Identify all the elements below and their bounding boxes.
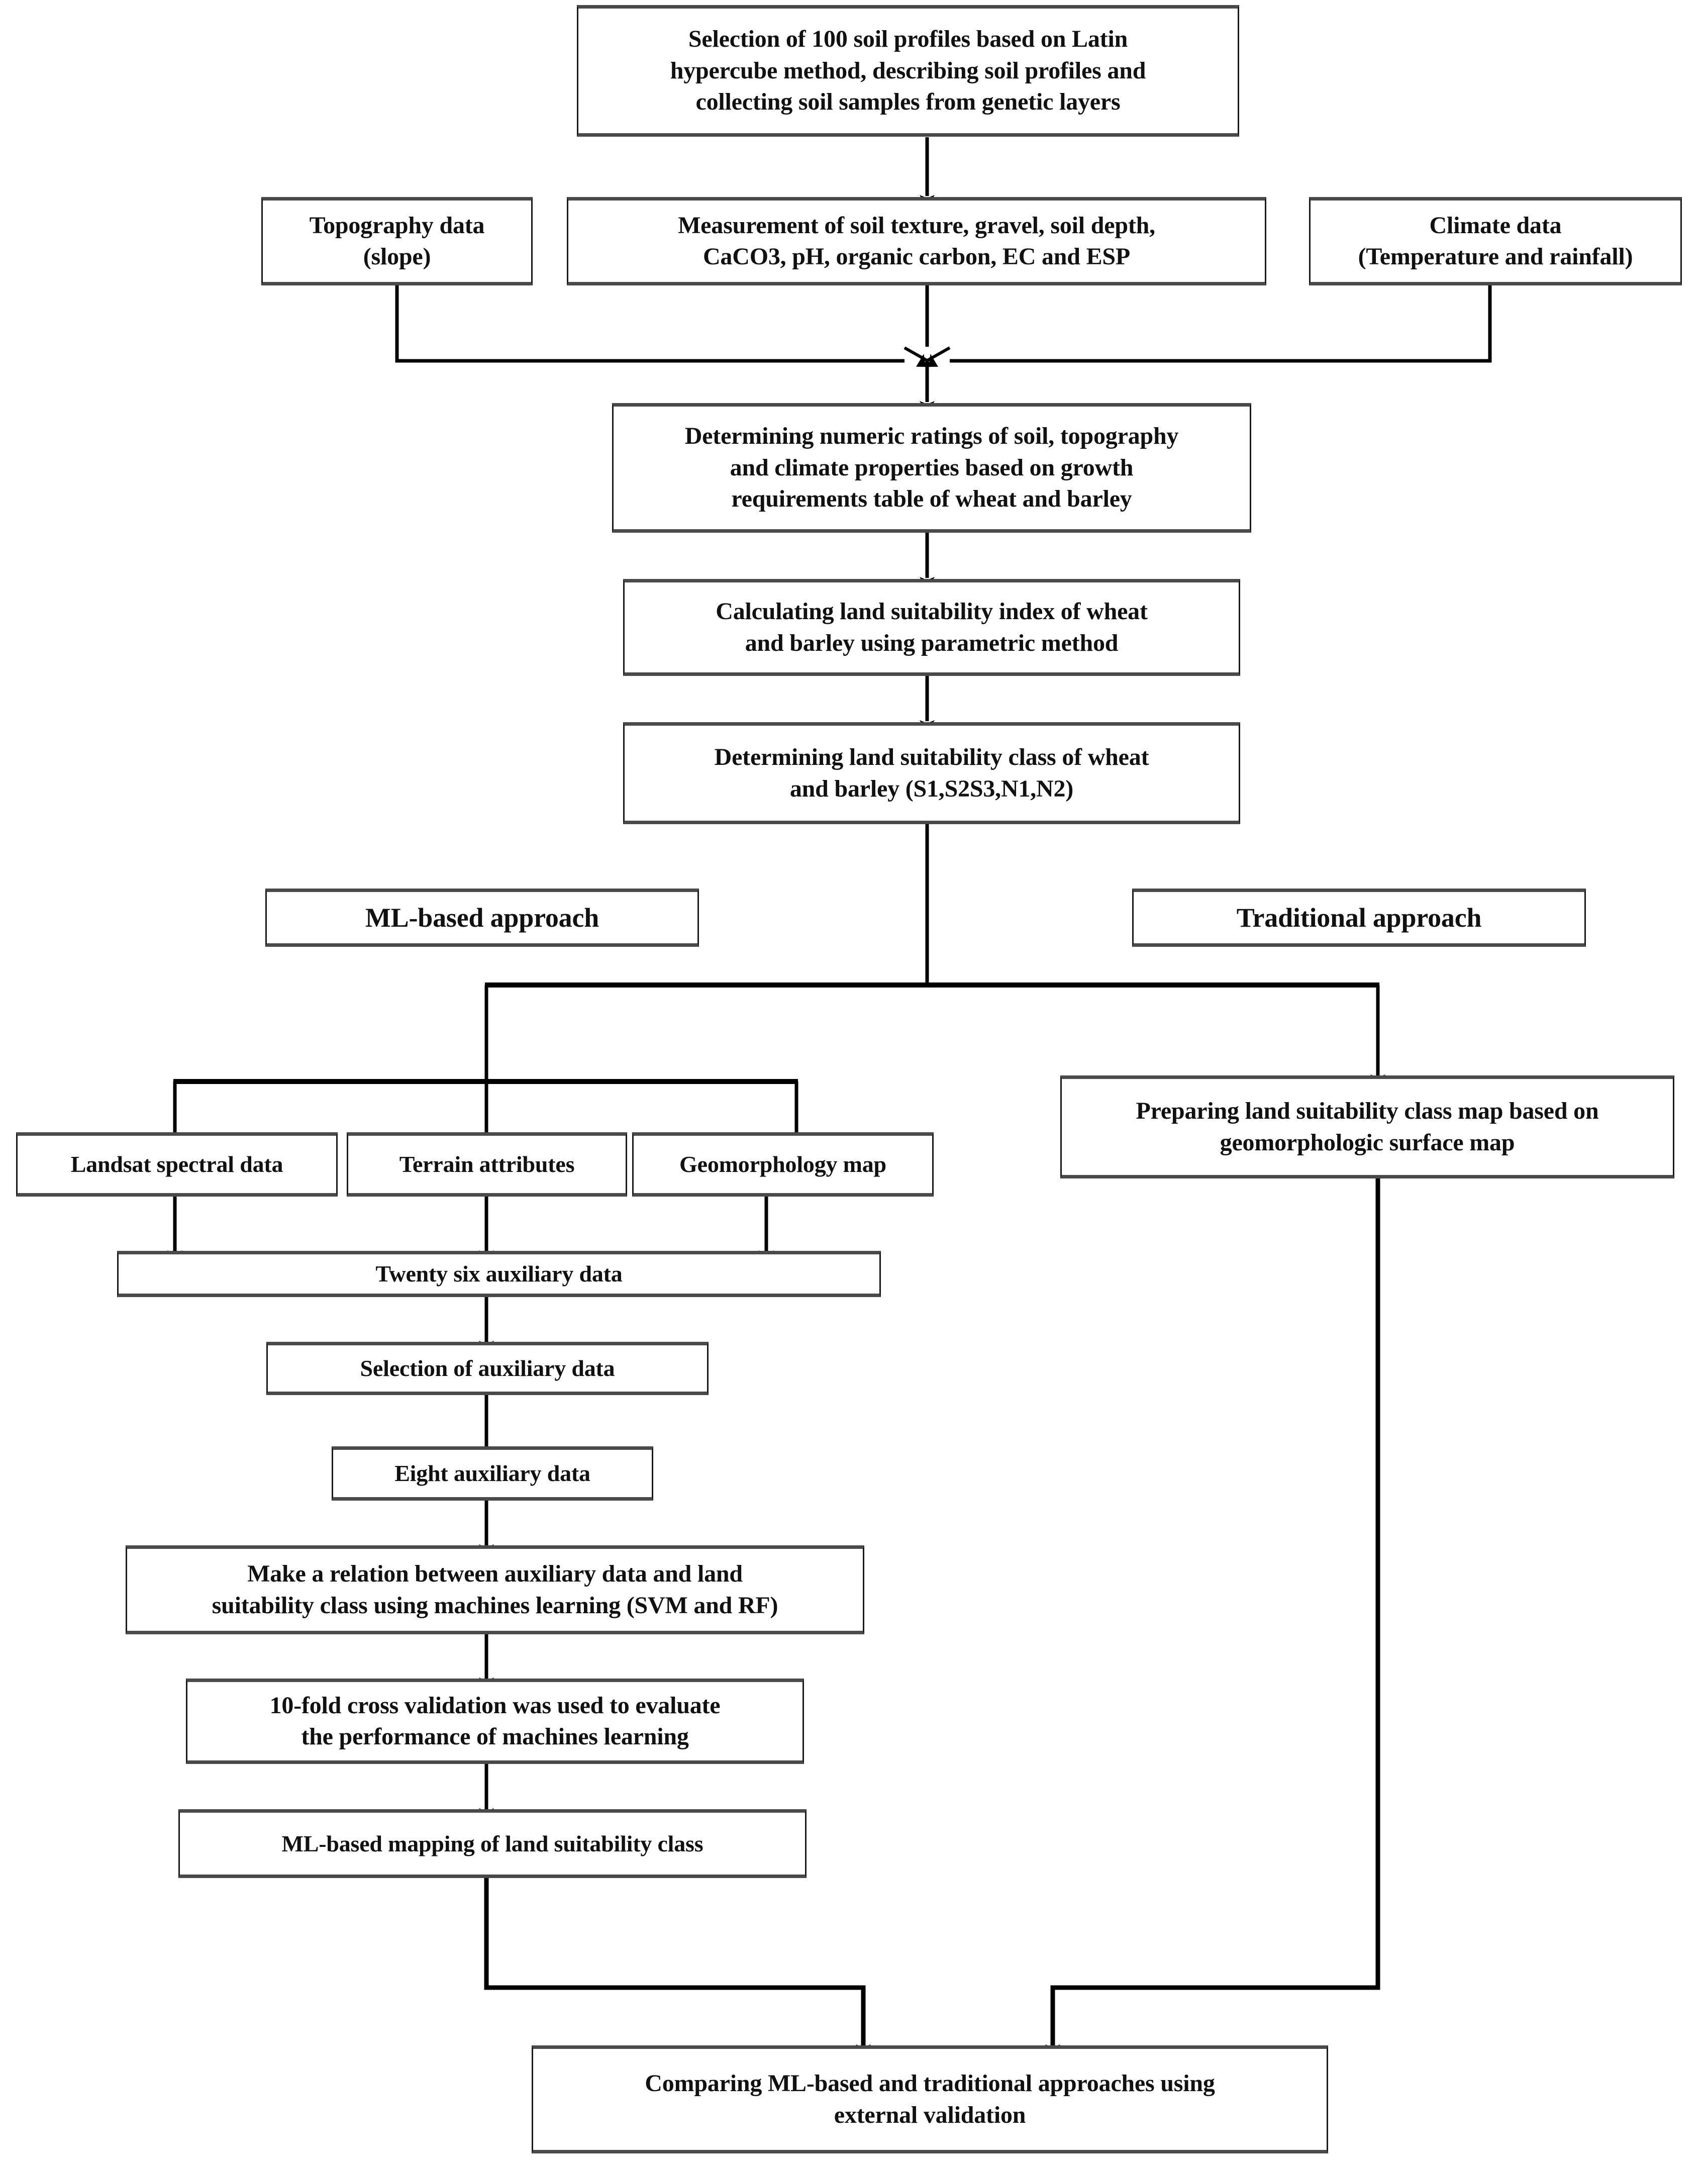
node-eight[interactable]: Eight auxiliary data: [332, 1446, 653, 1501]
node-traditional-map[interactable]: Preparing land suitability class map bas…: [1060, 1075, 1674, 1178]
node-selection[interactable]: Selection of auxiliary data: [266, 1342, 709, 1395]
node-topography[interactable]: Topography data (slope): [261, 197, 533, 285]
node-profiles[interactable]: Selection of 100 soil profiles based on …: [577, 5, 1239, 137]
node-index-label: Calculating land suitability index of wh…: [716, 598, 1148, 656]
node-traditional-map-label: Preparing land suitability class map bas…: [1136, 1098, 1599, 1156]
label-ml-approach-text: ML-based approach: [365, 902, 599, 933]
node-class[interactable]: Determining land suitability class of wh…: [623, 722, 1240, 824]
node-terrain-label: Terrain attributes: [399, 1151, 575, 1177]
node-selection-label: Selection of auxiliary data: [360, 1355, 615, 1382]
node-eight-label: Eight auxiliary data: [394, 1460, 590, 1487]
node-climate-label: Climate data (Temperature and rainfall): [1358, 212, 1633, 270]
label-traditional-approach[interactable]: Traditional approach: [1132, 889, 1586, 947]
node-relation-label: Make a relation between auxiliary data a…: [212, 1560, 778, 1619]
node-crossval-label: 10-fold cross validation was used to eva…: [269, 1692, 721, 1750]
node-landsat[interactable]: Landsat spectral data: [16, 1132, 338, 1197]
node-terrain[interactable]: Terrain attributes: [347, 1132, 627, 1197]
node-class-label: Determining land suitability class of wh…: [714, 744, 1149, 802]
node-ml-mapping[interactable]: ML-based mapping of land suitability cla…: [178, 1809, 807, 1878]
node-topography-label: Topography data (slope): [309, 212, 485, 270]
node-measurement[interactable]: Measurement of soil texture, gravel, soi…: [567, 197, 1266, 285]
node-crossval[interactable]: 10-fold cross validation was used to eva…: [186, 1679, 804, 1764]
node-measurement-label: Measurement of soil texture, gravel, soi…: [678, 212, 1155, 270]
node-comparing[interactable]: Comparing ML-based and traditional appro…: [532, 2045, 1328, 2153]
node-ml-mapping-label: ML-based mapping of land suitability cla…: [281, 1830, 704, 1856]
node-twentysix-label: Twenty six auxiliary data: [375, 1261, 623, 1287]
node-relation[interactable]: Make a relation between auxiliary data a…: [126, 1545, 864, 1634]
node-climate[interactable]: Climate data (Temperature and rainfall): [1309, 197, 1682, 285]
node-geomorphology-label: Geomorphology map: [679, 1151, 886, 1177]
node-twentysix[interactable]: Twenty six auxiliary data: [117, 1251, 881, 1297]
label-traditional-approach-text: Traditional approach: [1236, 902, 1482, 933]
node-landsat-label: Landsat spectral data: [70, 1151, 283, 1177]
node-profiles-label: Selection of 100 soil profiles based on …: [670, 26, 1146, 116]
node-comparing-label: Comparing ML-based and traditional appro…: [645, 2070, 1215, 2128]
label-ml-approach[interactable]: ML-based approach: [265, 889, 699, 947]
node-ratings-label: Determining numeric ratings of soil, top…: [684, 423, 1179, 513]
node-index[interactable]: Calculating land suitability index of wh…: [623, 579, 1240, 676]
node-geomorphology[interactable]: Geomorphology map: [632, 1132, 934, 1197]
node-ratings[interactable]: Determining numeric ratings of soil, top…: [612, 403, 1251, 533]
